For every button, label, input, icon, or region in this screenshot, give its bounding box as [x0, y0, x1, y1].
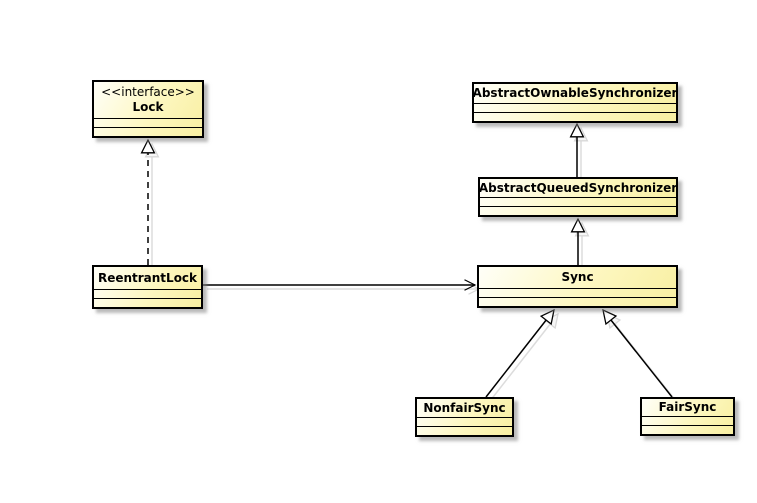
class-title: ReentrantLock — [94, 267, 201, 289]
class-node-reentrantlock: ReentrantLock — [92, 265, 203, 309]
operations-compartment — [480, 206, 676, 215]
class-name-label: Sync — [561, 270, 594, 284]
attributes-compartment — [474, 103, 676, 112]
class-name-label: Lock — [132, 100, 164, 114]
operations-compartment — [94, 127, 202, 136]
stereotype-label: <<interface>> — [101, 85, 195, 99]
edge-fairsync-extends-sync — [602, 308, 673, 398]
class-name-label: ReentrantLock — [97, 270, 198, 285]
class-title: <<interface>> Lock — [94, 82, 202, 118]
class-title: AbstractQueuedSynchronizer — [478, 179, 678, 197]
class-name-label: AbstractQueuedSynchronizer — [478, 180, 678, 195]
class-name-label: FairSync — [658, 400, 717, 414]
class-node-fairsync: FairSync — [640, 397, 735, 436]
class-name-label: NonfairSync — [423, 400, 506, 415]
attributes-compartment — [417, 417, 512, 426]
attributes-compartment — [642, 416, 733, 425]
operations-compartment — [417, 426, 512, 435]
operations-compartment — [642, 425, 733, 434]
class-title: NonfairSync — [417, 399, 512, 417]
class-name-label: AbstractOwnableSynchronizer — [472, 86, 678, 100]
class-title: FairSync — [642, 399, 733, 416]
attributes-compartment — [479, 288, 676, 297]
class-node-sync: Sync — [477, 265, 678, 308]
attributes-compartment — [94, 118, 202, 127]
edge-nonfairsync-extends-sync — [485, 308, 555, 398]
operations-compartment — [94, 298, 201, 307]
class-node-nonfairsync: NonfairSync — [415, 397, 514, 437]
class-node-abstract-ownable-synchronizer: AbstractOwnableSynchronizer — [472, 82, 678, 123]
class-node-abstract-queued-synchronizer: AbstractQueuedSynchronizer — [478, 177, 678, 217]
class-title: Sync — [479, 267, 676, 288]
class-title: AbstractOwnableSynchronizer — [472, 84, 678, 103]
attributes-compartment — [480, 197, 676, 206]
class-node-lock: <<interface>> Lock — [92, 80, 204, 138]
attributes-compartment — [94, 289, 201, 298]
operations-compartment — [479, 297, 676, 306]
operations-compartment — [474, 112, 676, 121]
